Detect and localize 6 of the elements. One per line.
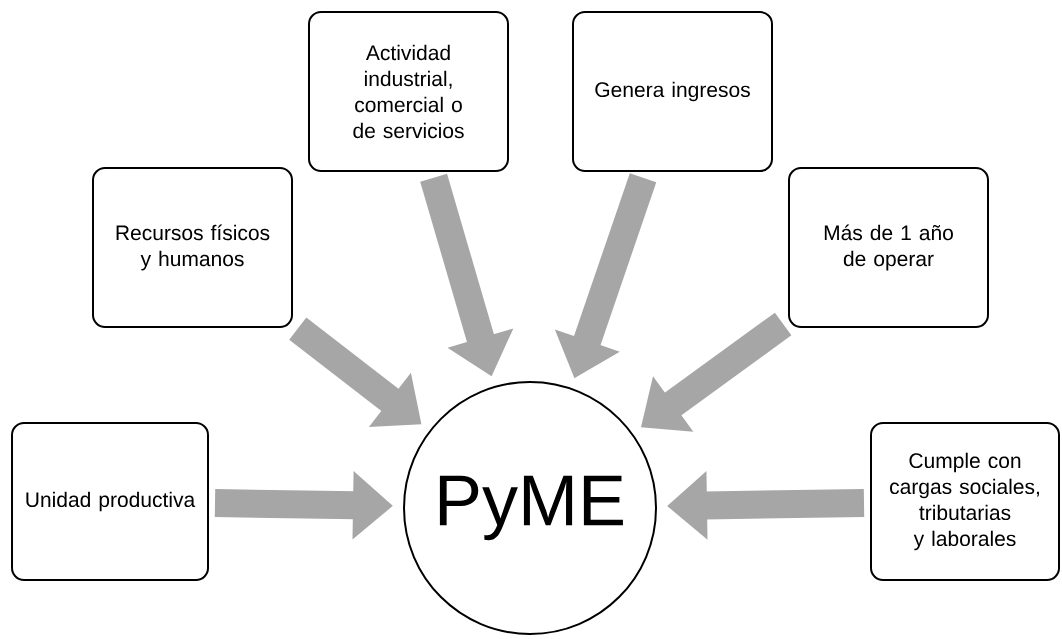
text-box: Cumple con cargas sociales, tributarias y laborales bbox=[870, 422, 1060, 581]
text-box: Genera ingresos bbox=[572, 11, 773, 172]
text-box: Más de 1 año de operar bbox=[788, 167, 989, 328]
text-box: Recursos físicos y humanos bbox=[92, 167, 293, 328]
text-box: Unidad productiva bbox=[11, 422, 209, 581]
text-box: Actividad industrial, comercial o de servicios bbox=[308, 11, 509, 172]
